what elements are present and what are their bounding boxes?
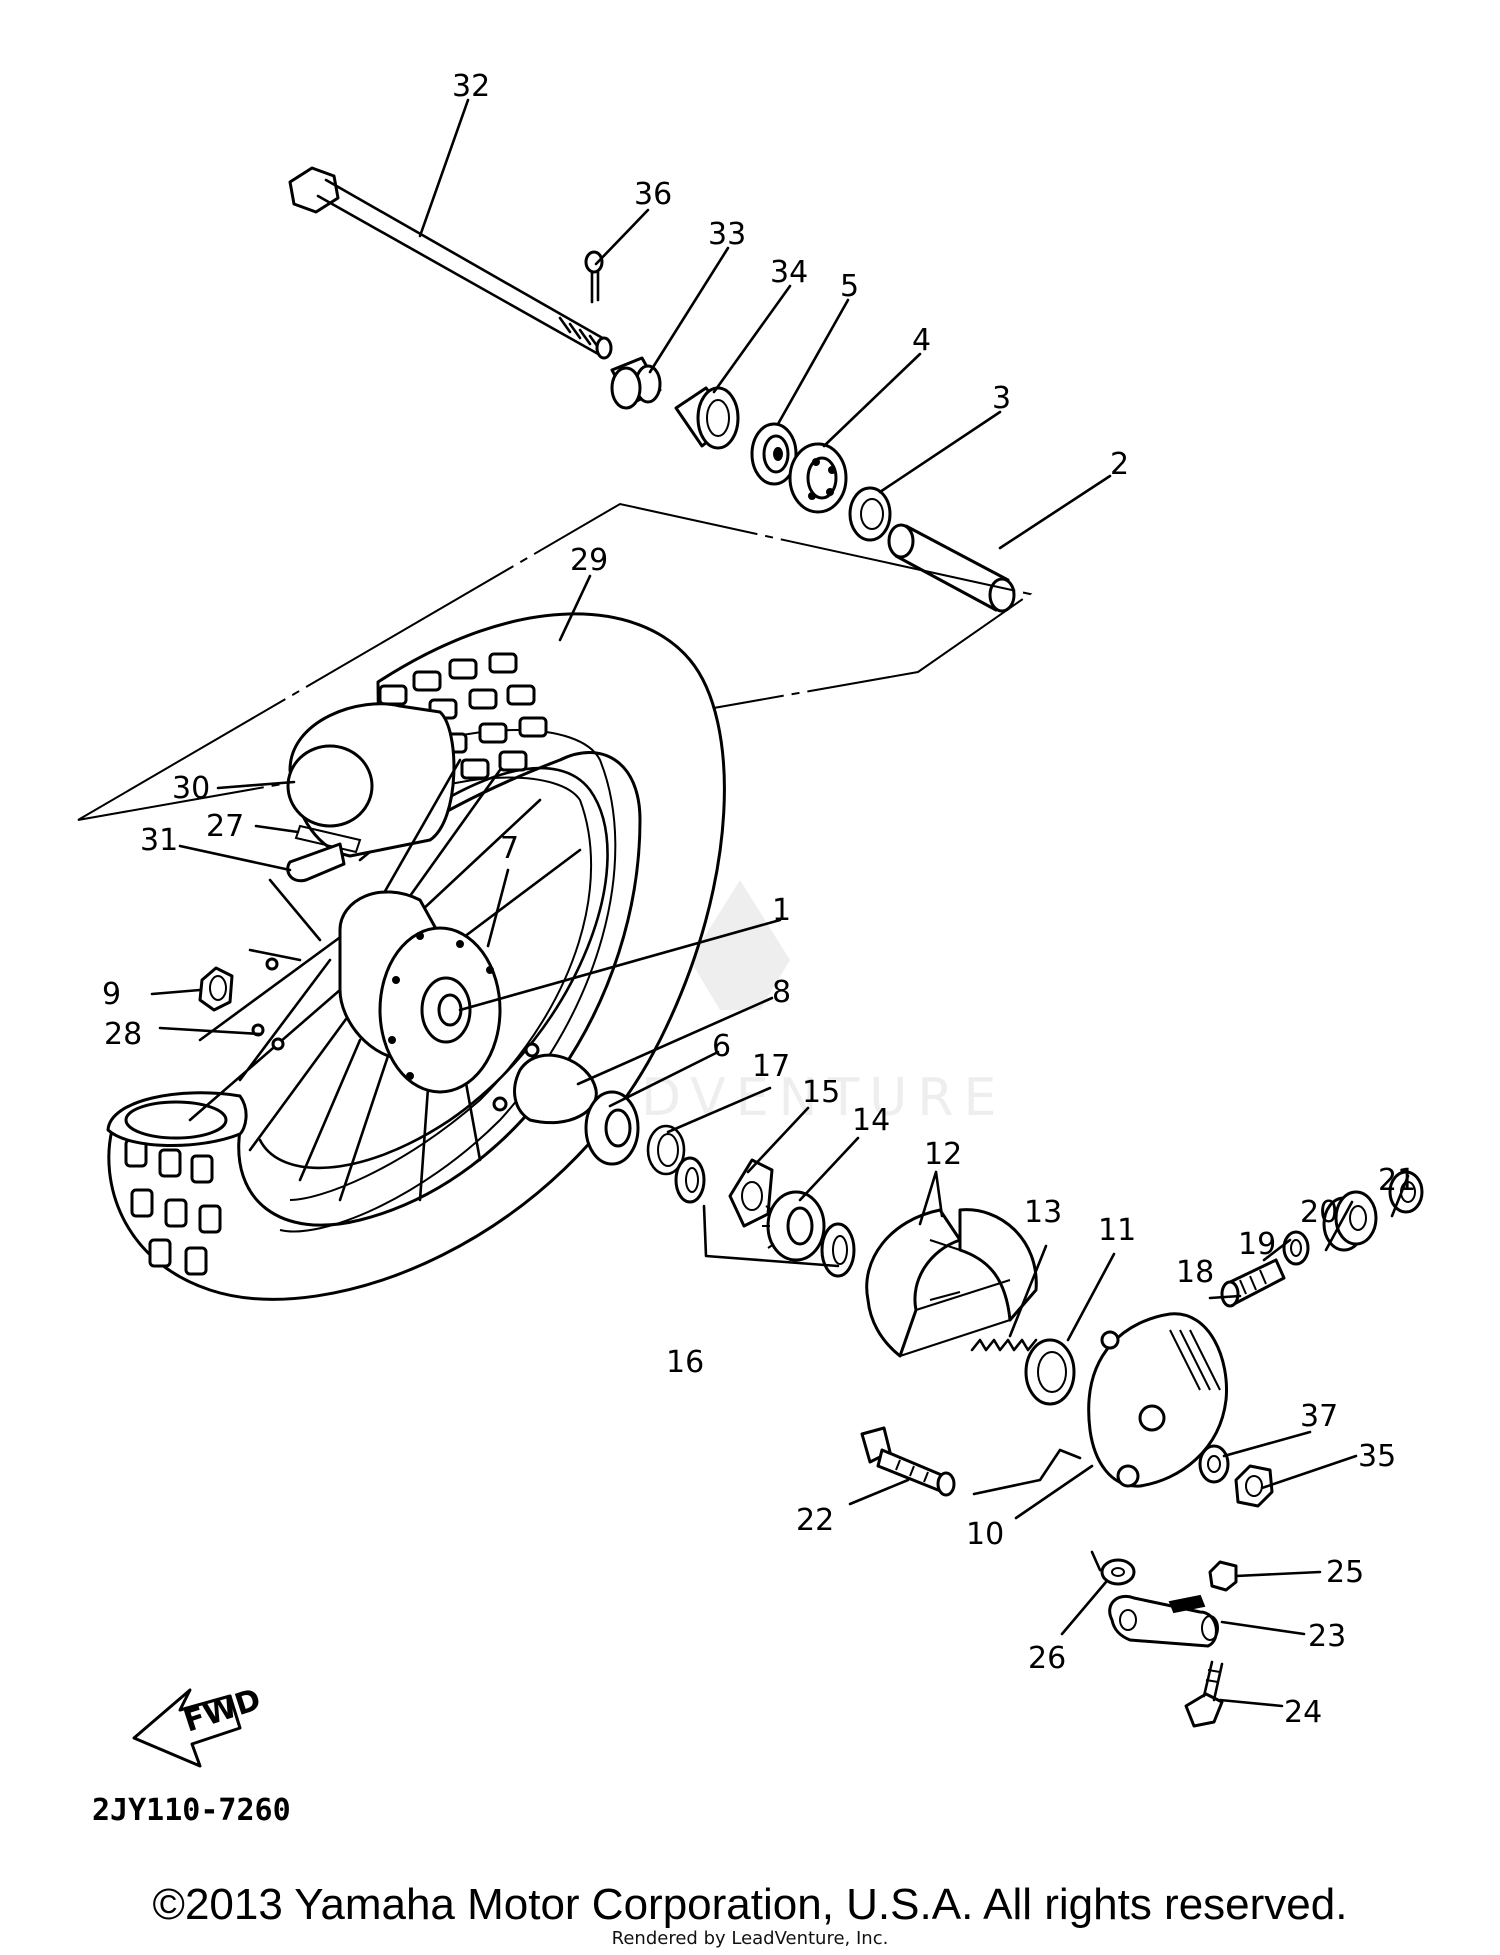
callout-35: 35: [1358, 1439, 1396, 1474]
callout-16: 16: [666, 1345, 704, 1380]
washer-19: [1282, 1230, 1310, 1266]
brake-shoe: [865, 1208, 1038, 1358]
callout-7: 7: [500, 831, 519, 866]
circlip: [646, 1124, 686, 1176]
tube: [286, 702, 456, 858]
callout-25: 25: [1326, 1555, 1364, 1590]
rendered-by-credit: Rendered by LeadVenture, Inc.: [611, 1928, 889, 1949]
callout-6: 6: [712, 1029, 731, 1064]
return-spring: [970, 1338, 1038, 1352]
callout-21: 21: [1378, 1163, 1416, 1198]
callout-18: 18: [1176, 1255, 1214, 1290]
meter-clutch-15: [728, 1158, 774, 1228]
callout-26: 26: [1028, 1641, 1066, 1676]
callout-23: 23: [1308, 1619, 1346, 1654]
washer-26: [1100, 1558, 1136, 1586]
collar: [610, 356, 662, 410]
callout-17: 17: [752, 1049, 790, 1084]
fwd-arrow: FWD: [132, 1682, 265, 1768]
spacer: [887, 523, 1016, 613]
callout-29: 29: [570, 543, 608, 578]
meter-clutch: [492, 1042, 598, 1125]
callout-12: 12: [924, 1137, 962, 1172]
spokes: [188, 758, 582, 1202]
rim: [258, 766, 609, 1170]
brake-plate: [1087, 1312, 1229, 1488]
callout-2: 2: [1110, 447, 1129, 482]
seal-3: [848, 486, 892, 542]
drawing-code: 2JY110-7260: [92, 1793, 291, 1828]
callout-34: 34: [770, 255, 808, 290]
callout-5: 5: [840, 269, 859, 304]
callout-9: 9: [102, 977, 121, 1012]
hub: [338, 890, 502, 1094]
oil-seal-11: [1024, 1338, 1076, 1406]
bolt-24: [1184, 1660, 1224, 1728]
callout-4: 4: [912, 323, 931, 358]
front-axle: [288, 166, 613, 360]
bearing-4: [788, 442, 848, 514]
callout-20: 20: [1300, 1195, 1338, 1230]
callout-32: 32: [452, 69, 490, 104]
callout-8: 8: [772, 975, 791, 1010]
callout-14: 14: [852, 1103, 890, 1138]
callout-37: 37: [1300, 1399, 1338, 1434]
callout-27: 27: [206, 809, 244, 844]
callout-15: 15: [802, 1075, 840, 1110]
callout-11: 11: [1098, 1213, 1136, 1248]
callout-labels: 32 36 33 34 5 4 3 2 29 30 27 31 7 1 8 9 …: [102, 69, 1416, 1730]
callout-36: 36: [634, 177, 672, 212]
spoke-ends: [251, 957, 285, 1051]
callout-31: 31: [140, 823, 178, 858]
nut-35: [1234, 1464, 1274, 1508]
callout-22: 22: [796, 1503, 834, 1538]
callout-1: 1: [772, 893, 791, 928]
nut-25: [1208, 1560, 1238, 1592]
meter-gear-shaft: [860, 1426, 956, 1497]
meter-gear: [762, 1190, 826, 1262]
spoke-nipple: [198, 966, 234, 1012]
washer-37: [1198, 1444, 1230, 1484]
leader-lines: [150, 98, 1410, 1708]
callout-10: 10: [966, 1517, 1004, 1552]
callout-30: 30: [172, 771, 210, 806]
bushing: [1322, 1190, 1378, 1252]
washer-16: [674, 1156, 856, 1278]
callout-19: 19: [1238, 1227, 1276, 1262]
callout-3: 3: [992, 381, 1011, 416]
cam-lever: [1108, 1594, 1219, 1648]
oil-seal: [674, 386, 740, 450]
bearing-6: [584, 1090, 640, 1166]
cotter-pin: [584, 250, 604, 304]
callout-24: 24: [1284, 1695, 1322, 1730]
cam-shaft: [1220, 1258, 1286, 1308]
callout-33: 33: [708, 217, 746, 252]
bearing-5: [750, 422, 798, 486]
valve: [286, 842, 346, 883]
callout-28: 28: [104, 1017, 142, 1052]
callout-13: 13: [1024, 1195, 1062, 1230]
copyright-notice: ©2013 Yamaha Motor Corporation, U.S.A. A…: [152, 1880, 1348, 1929]
rim-band: [294, 824, 362, 854]
